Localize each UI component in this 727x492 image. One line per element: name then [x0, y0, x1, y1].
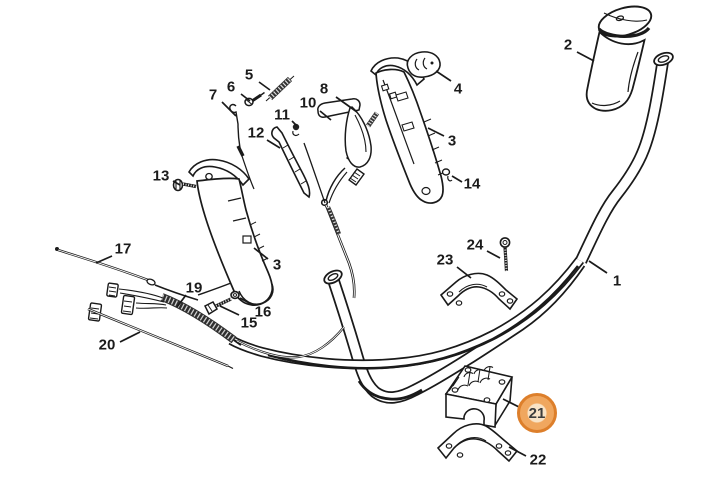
callout-11[interactable]: 11 — [274, 106, 290, 124]
leader-lines — [95, 51, 608, 457]
handle-grip — [585, 5, 653, 112]
cable-clip — [87, 282, 136, 322]
leader-line — [486, 250, 501, 259]
leader-line — [291, 120, 298, 127]
throttle-trigger-10 — [317, 98, 372, 168]
leader-line — [240, 93, 251, 102]
callout-14[interactable]: 14 — [463, 175, 481, 193]
callout-17[interactable]: 17 — [114, 240, 132, 258]
leader-line — [451, 175, 463, 183]
leader-line — [239, 297, 254, 306]
clamp-plate-22 — [436, 423, 519, 463]
bolt-24 — [499, 237, 511, 272]
leader-line — [172, 180, 181, 186]
leader-line — [176, 294, 187, 308]
nut-16 — [230, 290, 240, 300]
callout-3[interactable]: 3 — [447, 132, 457, 150]
callout-16[interactable]: 16 — [254, 303, 272, 321]
interlock-lever-12 — [271, 126, 311, 199]
leader-line — [435, 70, 452, 82]
leader-line — [221, 101, 237, 117]
leader-line — [253, 247, 269, 260]
callout-22[interactable]: 22 — [529, 451, 547, 469]
leader-line — [319, 110, 332, 121]
spring-5 — [265, 75, 295, 102]
nut-14 — [441, 168, 453, 182]
handle-housing-left — [188, 158, 274, 306]
leader-line — [266, 139, 281, 149]
leader-line — [508, 446, 527, 457]
clamp-block-21 — [444, 365, 514, 428]
leader-line — [119, 331, 141, 343]
leader-line — [219, 305, 240, 316]
callout-2[interactable]: 2 — [563, 36, 573, 54]
leader-line — [335, 96, 358, 113]
callout-5[interactable]: 5 — [244, 66, 254, 84]
clamp-plate-23 — [439, 272, 519, 311]
callout-7[interactable]: 7 — [208, 86, 218, 104]
callout-10[interactable]: 10 — [299, 94, 317, 112]
callout-15[interactable]: 15 — [240, 314, 258, 332]
callout-4[interactable]: 4 — [453, 80, 463, 98]
callout-3[interactable]: 3 — [272, 256, 282, 274]
callout-23[interactable]: 23 — [436, 251, 454, 269]
screw-15 — [203, 297, 232, 316]
callout-19[interactable]: 19 — [185, 279, 203, 297]
callout-13[interactable]: 13 — [152, 167, 170, 185]
leader-line — [427, 127, 445, 137]
callout-1[interactable]: 1 — [612, 272, 622, 290]
callout-12[interactable]: 12 — [247, 124, 265, 142]
mode-lever-4 — [406, 51, 441, 78]
callout-6[interactable]: 6 — [226, 78, 236, 96]
trigger-spring-8 — [365, 111, 380, 128]
leader-line — [258, 81, 271, 91]
callout-20[interactable]: 20 — [98, 336, 116, 354]
screw-6 — [244, 91, 265, 107]
callout-24[interactable]: 24 — [466, 236, 484, 254]
callout-8[interactable]: 8 — [319, 80, 329, 98]
leader-line — [456, 266, 472, 279]
callout-21-highlighted[interactable]: 21 — [517, 393, 557, 433]
leader-line — [576, 51, 595, 62]
leader-line — [95, 255, 113, 264]
leader-line — [588, 260, 608, 274]
